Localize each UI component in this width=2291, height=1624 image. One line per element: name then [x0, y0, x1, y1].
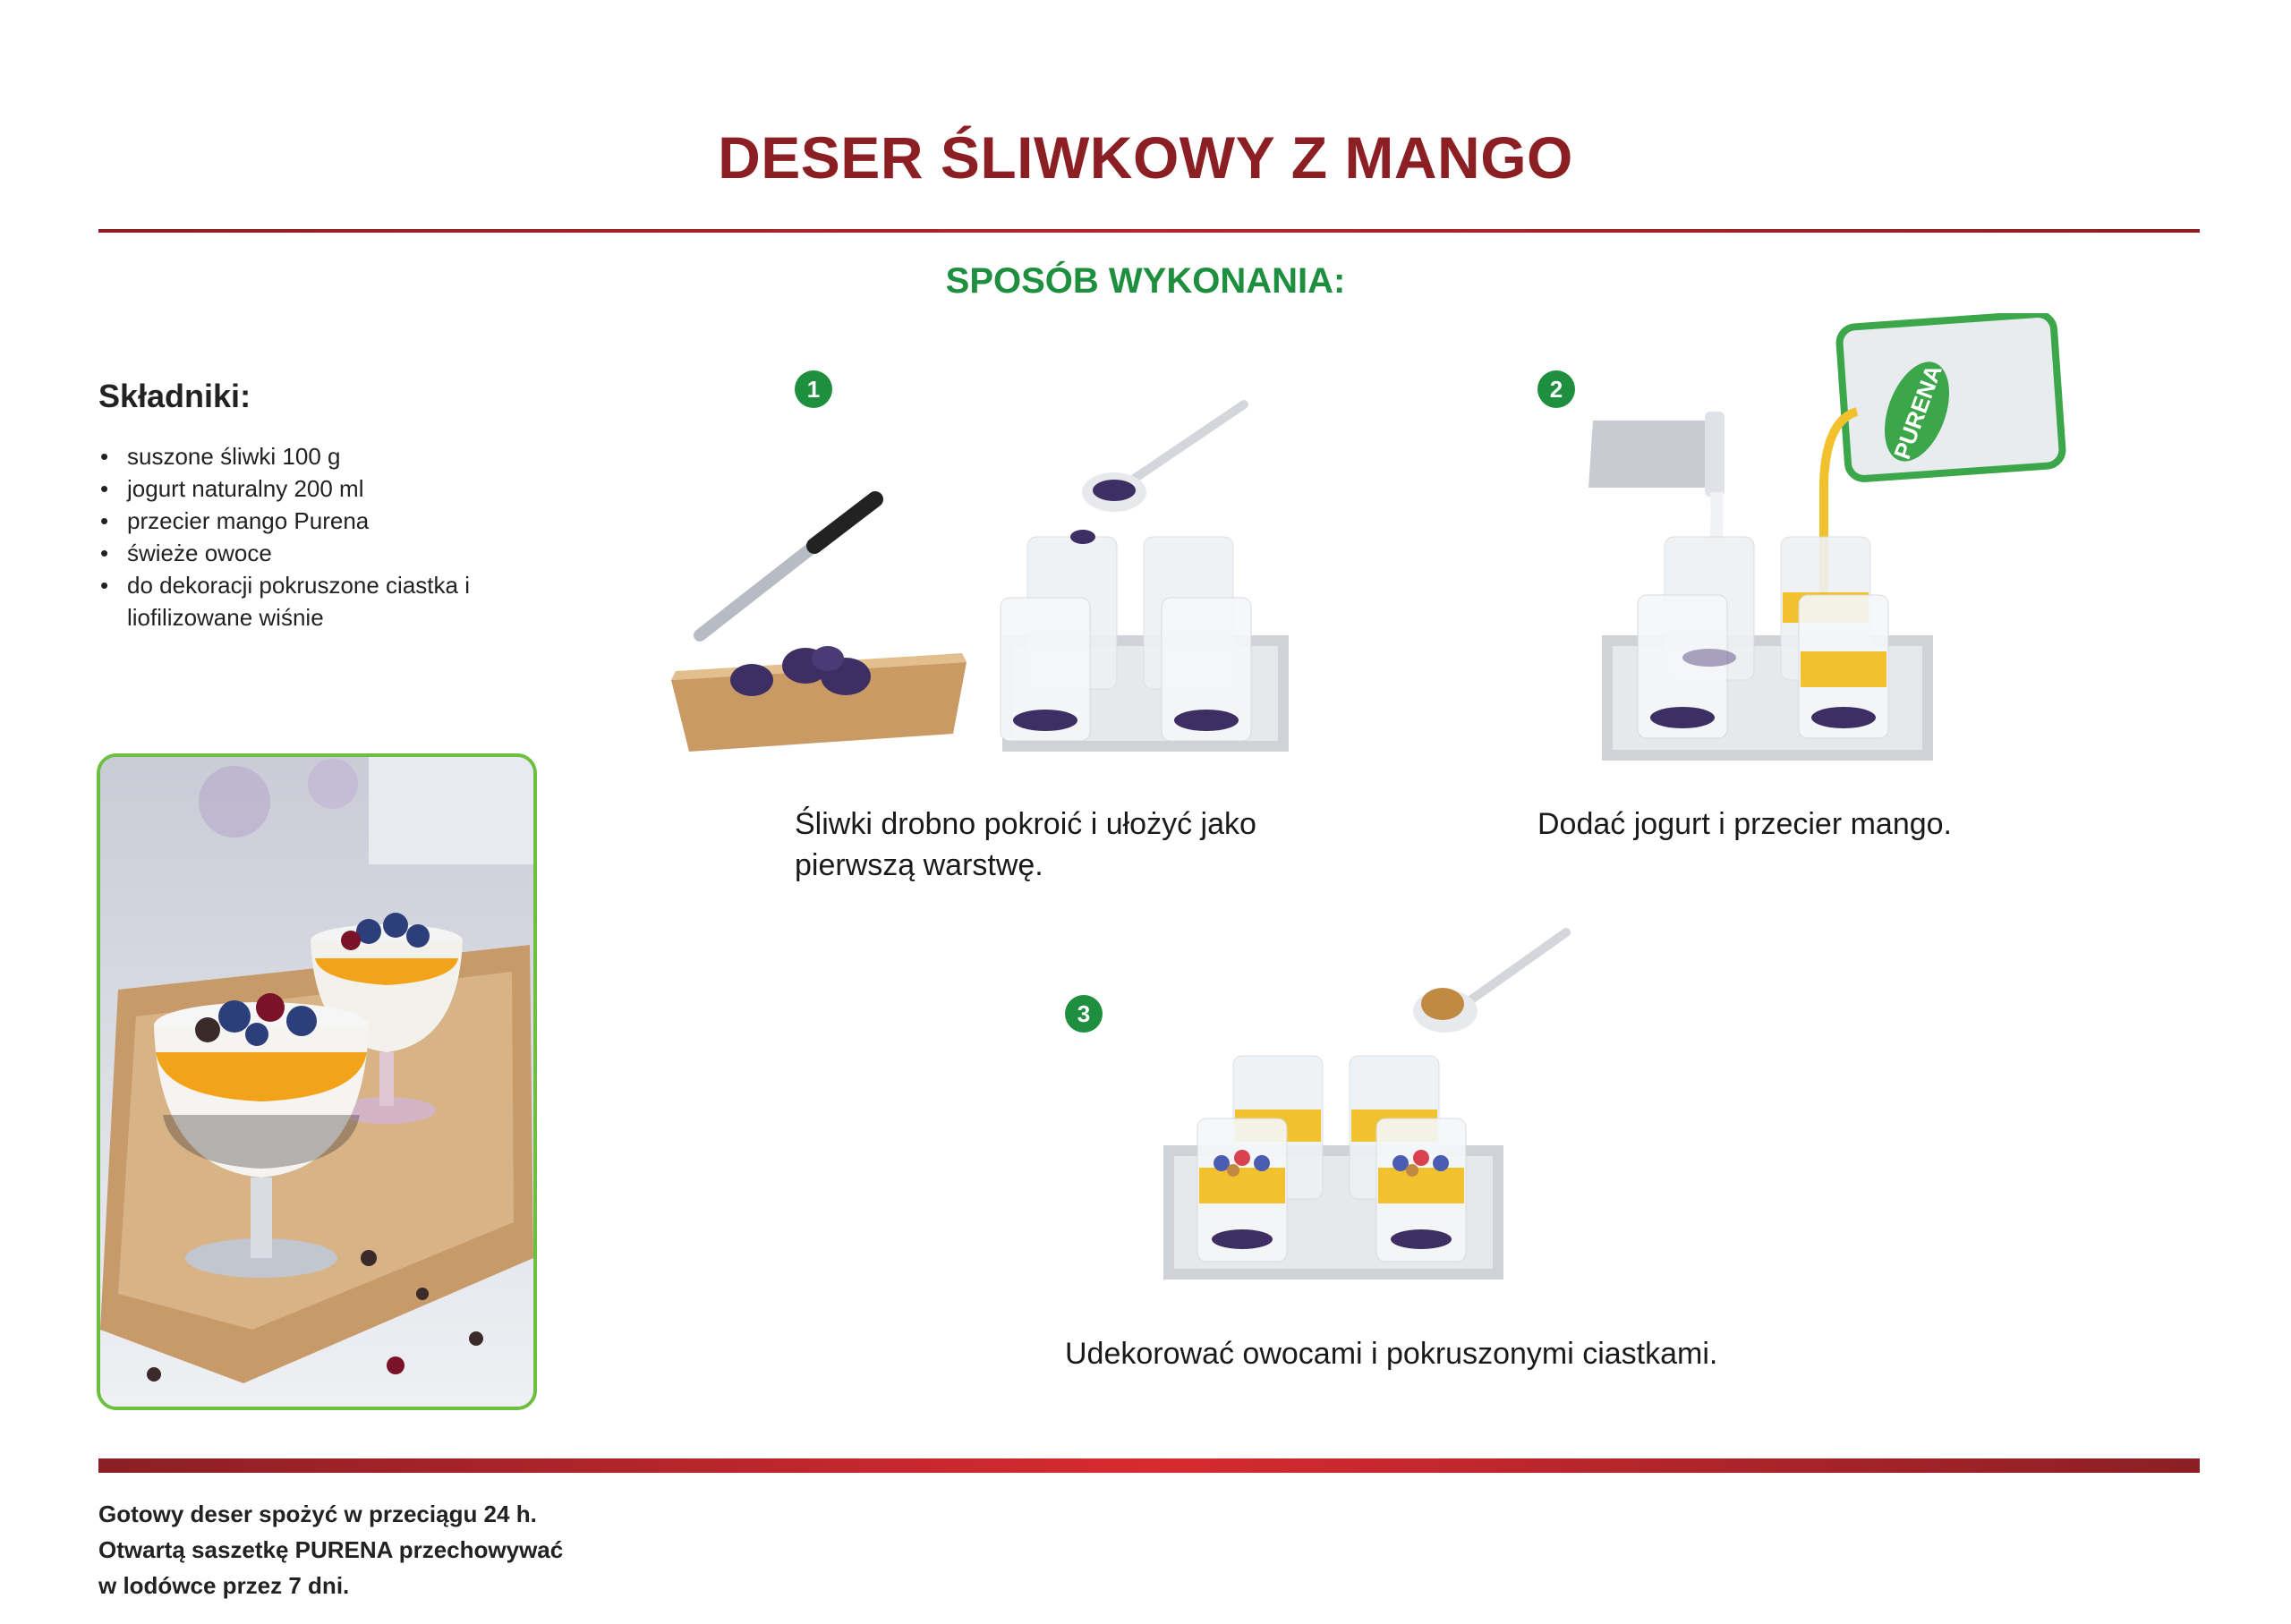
step-3-illustration: [1163, 928, 1571, 1280]
list-item: do dekoracji pokruszone ciastka i liofil…: [98, 569, 564, 633]
footer-divider: [98, 1458, 2200, 1473]
step-2-caption: Dodać jogurt i przecier mango.: [1537, 807, 1953, 841]
spoon-icon: [1123, 400, 1248, 488]
list-item: suszone śliwki 100 g: [98, 440, 564, 472]
method-heading: SPOSÓB WYKONANIA:: [945, 261, 1346, 301]
step-1-illustration: [671, 400, 1289, 752]
list-item: jogurt naturalny 200 ml: [98, 472, 564, 505]
dessert-illustration: [100, 757, 533, 1407]
list-item: przecier mango Purena: [98, 505, 564, 537]
spoon-icon: [1463, 928, 1571, 1007]
storage-note: Gotowy deser spożyć w przeciągu 24 h. Ot…: [98, 1496, 600, 1603]
storage-note-line: w lodówce przez 7 dni.: [98, 1572, 350, 1599]
step-2-badge: 2: [1537, 370, 1575, 408]
step-3-badge: 3: [1065, 995, 1103, 1033]
list-item: świeże owoce: [98, 537, 564, 569]
storage-note-line: Otwartą saszetkę PURENA przechowywać: [98, 1536, 564, 1563]
dessert-photo: [97, 753, 537, 1410]
step-1-badge: 1: [795, 370, 832, 408]
knife-handle-icon: [806, 491, 883, 554]
knife-blade-icon: [694, 540, 821, 642]
ingredients-heading: Składniki:: [98, 378, 251, 414]
ingredients-list: suszone śliwki 100 g jogurt naturalny 20…: [98, 440, 564, 633]
purena-pouch-icon: [1835, 313, 2066, 482]
step-2-illustration: PURENA: [1588, 313, 2066, 761]
purena-logo-icon: [1884, 361, 1950, 462]
page-title: DESER ŚLIWKOWY Z MANGO: [718, 124, 1573, 191]
yogurt-cup-icon: [1588, 421, 1718, 488]
step-1-caption: Śliwki drobno pokroić i ułożyć jako pier…: [795, 807, 1256, 882]
step-3-caption: Udekorować owocami i pokruszonymi ciastk…: [1065, 1337, 1718, 1371]
title-divider: [98, 229, 2200, 233]
storage-note-line: Gotowy deser spożyć w przeciągu 24 h.: [98, 1501, 537, 1527]
